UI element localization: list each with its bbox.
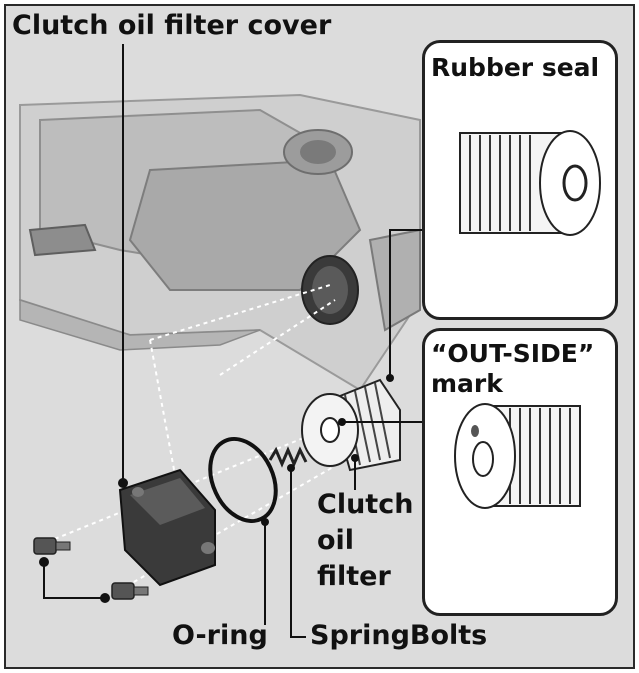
clutch-oil-filter-drawing [301,378,401,472]
rubber-seal-inset [422,40,618,320]
bolt-right-drawing [111,582,149,600]
clutch-oil-filter-label-line1: Clutch [317,489,414,520]
o-ring-drawing [208,437,278,523]
outside-mark-label-line2: mark [431,369,503,398]
engine-casing-drawing [19,93,421,392]
filter-cover-drawing [118,468,216,587]
outside-mark-inset [422,328,618,616]
clutch-oil-filter-label-line3: filter [317,561,391,592]
outside-mark-label-line1: “OUT-SIDE” [431,339,595,368]
spring-drawing [268,446,308,468]
clutch-oil-filter-cover-label: Clutch oil filter cover [12,10,332,41]
filter-outside-view-drawing [454,403,581,509]
spring-bolts-label: SpringBolts [310,620,488,651]
o-ring-label: O-ring [172,620,268,651]
rubber-seal-label: Rubber seal [431,53,600,82]
bolt-left-drawing [33,537,71,555]
filter-side-view-drawing [459,130,601,236]
clutch-oil-filter-label-line2: oil [317,525,355,556]
